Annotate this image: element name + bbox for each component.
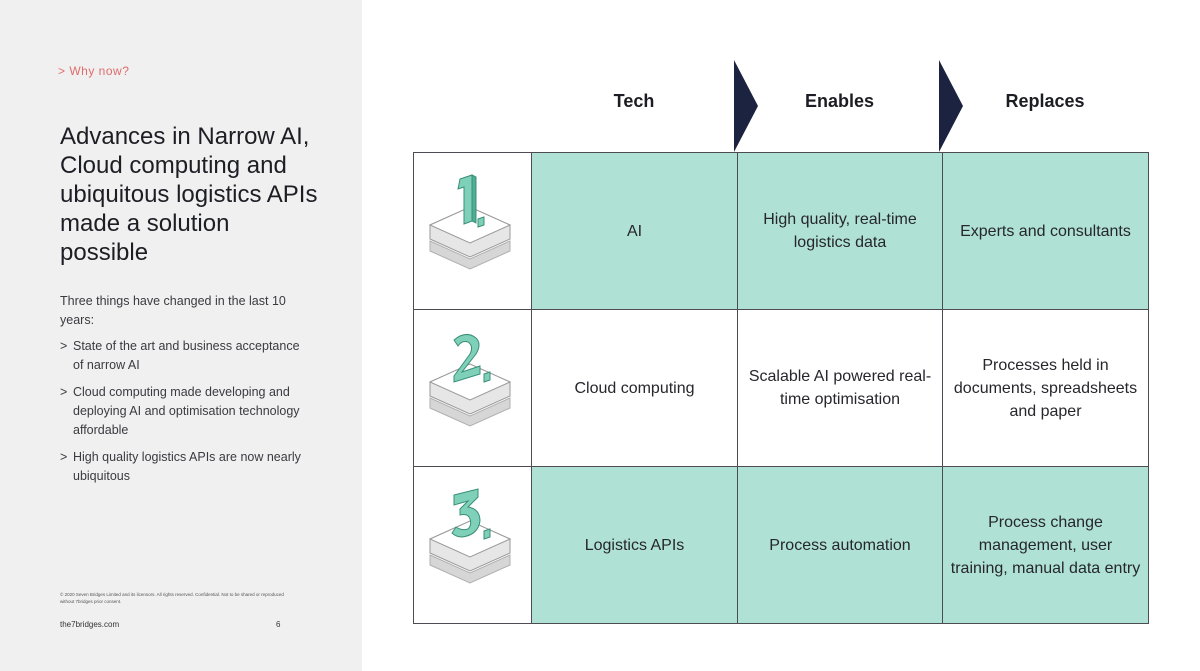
bullet-text: State of the art and business acceptance… xyxy=(73,339,300,372)
header-replaces: Replaces xyxy=(1005,91,1085,111)
slide-headline: Advances in Narrow AI, Cloud computing a… xyxy=(60,123,318,266)
row-1-tech: AI xyxy=(531,152,738,310)
chevron-right-icon xyxy=(734,60,758,152)
header-enables: Enables xyxy=(804,91,875,111)
chevron-right-icon xyxy=(939,60,963,152)
row-1-icon-cell xyxy=(413,152,532,310)
number-one-block-icon xyxy=(428,174,512,270)
row-1-replaces: Experts and consultants xyxy=(942,152,1149,310)
header-tech: Tech xyxy=(613,91,655,111)
bullet-marker: > xyxy=(60,339,68,353)
row-3-replaces: Process change management, user training… xyxy=(942,466,1149,624)
row-3-enables: Process automation xyxy=(737,466,943,624)
legal-notice: © 2020 Seven Bridges Limited and its lic… xyxy=(60,592,284,604)
row-2-tech: Cloud computing xyxy=(531,309,738,467)
bullet-item: > Cloud computing made developing and dep… xyxy=(60,383,310,440)
row-1-enables: High quality, real-time logistics data xyxy=(737,152,943,310)
bullet-item: > State of the art and business acceptanc… xyxy=(60,337,310,375)
intro-text: Three things have changed in the last 10… xyxy=(60,294,286,327)
number-two-block-icon xyxy=(428,334,512,427)
bullet-list: > State of the art and business acceptanc… xyxy=(60,337,310,494)
section-kicker: > Why now? xyxy=(58,64,130,78)
left-panel: > Why now? Advances in Narrow AI, Cloud … xyxy=(0,0,362,671)
number-three-block-icon xyxy=(428,488,512,584)
footer-website: the7bridges.com xyxy=(60,620,120,629)
bullet-marker: > xyxy=(60,385,68,399)
row-2-replaces: Processes held in documents, spreadsheet… xyxy=(942,309,1149,467)
row-3-icon-cell xyxy=(413,466,532,624)
row-2-enables: Scalable AI powered real-time optimisati… xyxy=(737,309,943,467)
bullet-item: > High quality logistics APIs are now nea… xyxy=(60,448,310,486)
bullet-text: Cloud computing made developing and depl… xyxy=(73,385,300,437)
page-number: 6 xyxy=(276,620,281,629)
bullet-marker: > xyxy=(60,450,68,464)
row-2-icon-cell xyxy=(413,309,532,467)
bullet-text: High quality logistics APIs are now near… xyxy=(73,450,301,483)
row-3-tech: Logistics APIs xyxy=(531,466,738,624)
comparison-table: AI High quality, real-time logistics dat… xyxy=(413,152,1149,624)
